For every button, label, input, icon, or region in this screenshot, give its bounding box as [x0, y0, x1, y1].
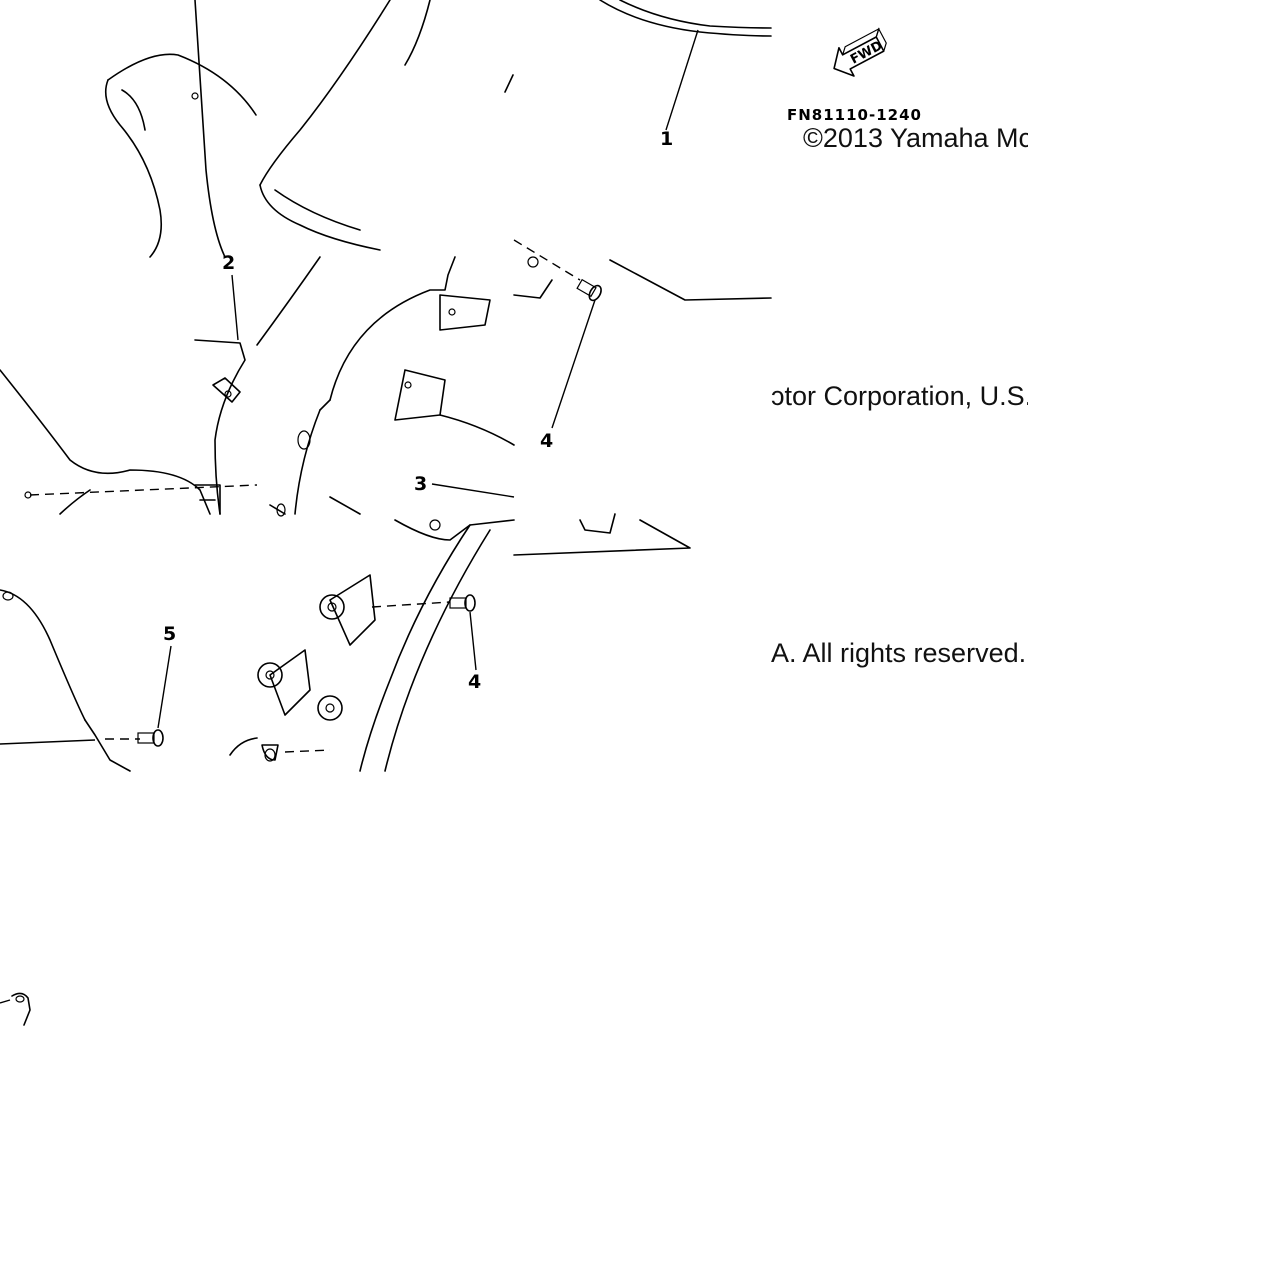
inner-panel: [256, 256, 515, 517]
callout-2: 2: [222, 252, 236, 274]
callout-1: 1: [660, 128, 674, 150]
callout-3: 3: [414, 473, 428, 495]
fwd-arrow-icon: FWD: [833, 27, 887, 77]
copyright-line-1: ©2013 Yamaha Mc: [803, 123, 1028, 153]
upper-panel: [599, 0, 772, 131]
copyright-line-2: ɔtor Corporation, U.S.: [771, 381, 1028, 411]
part-code: FN81110-1240: [787, 106, 922, 124]
copyright-line-3: A. All rights reserved.: [771, 638, 1027, 668]
windscreen-outline: [259, 0, 514, 251]
side-cowl-lower: [0, 274, 258, 515]
fairing-side-panel: [104, 0, 257, 258]
lower-edge: [513, 513, 691, 556]
callout-4-lower: 4: [468, 671, 482, 693]
clip-fragment: [0, 992, 31, 1026]
lower-cowl-left: [0, 589, 172, 772]
bracket-assembly: [229, 519, 515, 772]
callout-4-upper: 4: [540, 430, 554, 452]
screw-upper: [513, 239, 772, 429]
callout-5: 5: [163, 623, 177, 645]
